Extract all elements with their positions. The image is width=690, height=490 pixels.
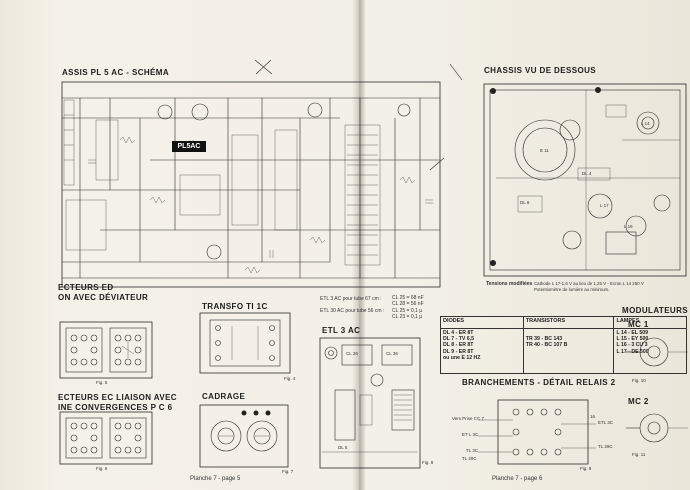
tension-note-label: Tensions modifiées — [486, 281, 533, 287]
tension-note-text2: Potentiomètre de lumière au minimum. — [534, 287, 610, 292]
component-label: CL 26 — [346, 351, 358, 356]
tension-note-text: Cathode L 17-1,6 V au lieu de 1,25 V - E… — [534, 281, 644, 286]
lampe-item: L 14 - EL 509 — [616, 329, 648, 336]
title-branchements: BRANCHEMENTS - DÉTAIL RELAIS 2 — [462, 378, 616, 387]
relay-label: ETL 3C — [598, 420, 614, 425]
relay-label: TL 3C — [466, 448, 479, 453]
component-label: CL 36 — [386, 351, 398, 356]
chassis-underside-drawing — [483, 83, 687, 277]
figure-label: Fig. 11 — [632, 452, 646, 457]
planche-label-right: Planche 7 - page 6 — [492, 476, 543, 482]
relay-label: 16 — [590, 414, 596, 419]
etl-note-cl-d: CL 23 = 0,1 µ — [392, 314, 423, 320]
component-label: DL 8 — [520, 200, 530, 205]
title-collecteurs-1a: ECTEURS ED — [58, 283, 114, 292]
handwritten-x-mark — [254, 59, 273, 75]
title-etl: ETL 3 AC — [322, 326, 361, 335]
diode-item: ou une E 12 HZ — [443, 354, 481, 361]
relay-drawing — [478, 399, 596, 465]
relay-label: TL 29C — [462, 456, 477, 461]
title-collecteurs-2b: INE CONVERGENCES P C 6 — [58, 403, 173, 412]
title-chassis-dessous: CHASSIS VU DE DESSOUS — [484, 66, 596, 75]
lamp-table-transistors-cell: TR 39 - BC 143 TR 40 - BC 107 B — [522, 327, 615, 375]
component-label: DL 4 — [582, 171, 592, 176]
diode-item: DL 8 - ER 8T — [443, 342, 474, 349]
title-chassis-schema: ASSIS PL 5 AC - SCHÉMA — [62, 68, 170, 77]
relay-label: Vers Prise CC 7 — [452, 416, 485, 421]
planche-label-left: Planche 7 - page 5 — [190, 476, 241, 482]
transfo-drawing — [199, 312, 291, 374]
etl-note-cl-c: CL 25 = 0,1 µ — [392, 308, 423, 314]
relay-label: TL 29C — [598, 444, 613, 449]
relay-label: ET L 3C — [462, 432, 479, 437]
diode-item: DL 7 - TV 6,5 — [443, 336, 475, 343]
lampe-item: L 16 - 3 CU 3 — [616, 342, 648, 349]
transistor-item: TR 40 - BC 107 B — [525, 342, 568, 349]
component-label: L 14 — [641, 121, 650, 126]
component-label: E 11 — [540, 148, 549, 153]
title-modulateurs: MODULATEURS — [622, 306, 689, 315]
figure-label: Fig. 10 — [632, 378, 646, 383]
title-transfo: TRANSFO TI 1C — [202, 302, 268, 311]
lamp-table-header-diodes: DIODES — [440, 316, 524, 329]
etl-note-line2: ETL 30 AC pour tube 56 cm : — [320, 308, 385, 314]
figure-label: Fig. 7 — [282, 469, 294, 474]
main-schematic — [61, 81, 441, 288]
title-collecteurs-2a: ECTEURS EC LIAISON AVEC — [58, 393, 177, 402]
title-cadrage: CADRAGE — [202, 392, 246, 401]
component-label: L 17 — [600, 203, 609, 208]
lampe-item: L 15 - EY 500 — [616, 336, 649, 343]
transistor-item: TR 39 - BC 143 — [525, 335, 563, 342]
etl-note-line1: ETL 3 AC pour tube 67 cm : — [320, 296, 382, 302]
cadrage-drawing — [199, 404, 289, 468]
etl-note-cl-b: CL 28 = 56 nF — [392, 301, 424, 307]
component-label: DL 5 — [338, 445, 348, 450]
collecteurs-fig6 — [59, 411, 153, 465]
lampe-item: L 17 - DE 500 — [616, 348, 649, 355]
diode-item: DL 4 - ER 8T — [443, 329, 474, 336]
etl-board-drawing — [319, 337, 421, 469]
pl5ac-badge: PL5AC — [172, 141, 206, 152]
lamp-table-lampes-cell: L 14 - EL 509 L 15 - EY 500 L 16 - 3 CU … — [613, 327, 687, 375]
title-mc2: MC 2 — [628, 397, 649, 406]
lamp-table-header-transistors: TRANSISTORS — [522, 316, 615, 329]
figure-label: Fig. 4 — [284, 376, 296, 381]
diode-item: DL 9 - ER 8T — [443, 348, 474, 355]
figure-label: Fig. 6 — [96, 466, 108, 471]
lamp-table: DIODES TRANSISTORS LAMPES DL 4 - ER 8T D… — [440, 316, 687, 375]
collecteurs-fig5 — [59, 321, 153, 379]
etl-note-cl-a: CL 25 = 68 nF — [392, 295, 424, 301]
figure-label: Fig. 9 — [580, 466, 592, 471]
component-label: L 16 — [624, 224, 633, 229]
title-collecteurs-1b: ON AVEC DÉVIATEUR — [58, 293, 149, 302]
lamp-table-header-lampes: LAMPES — [613, 316, 687, 329]
figure-label: Fig. 8 — [422, 460, 434, 465]
lamp-table-diodes-cell: DL 4 - ER 8T DL 7 - TV 6,5 DL 8 - ER 8T … — [440, 327, 524, 375]
figure-label: Fig. 5 — [96, 380, 108, 385]
